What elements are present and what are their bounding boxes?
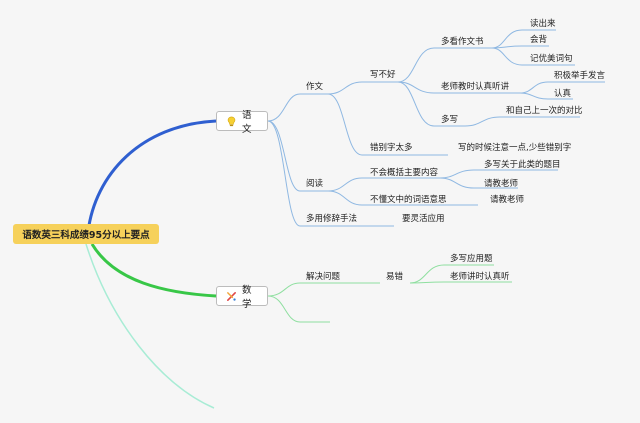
node-duoxie-yingyong[interactable]: 多写应用题	[450, 254, 493, 264]
node-laoshi-jiang[interactable]: 老师讲时认真听	[450, 272, 510, 282]
node-qingjiao-1[interactable]: 请教老师	[484, 179, 519, 189]
edge-duoxie-heziji	[464, 116, 580, 127]
edge-duokan-huibei	[491, 45, 549, 49]
edge-zuowen-cuobiezi	[327, 93, 414, 156]
node-duoyong[interactable]: 多用修辞手法	[306, 214, 358, 224]
edge-yuedu-buhui	[327, 177, 440, 192]
edge-yuedu-budong	[327, 190, 448, 206]
node-yuedu[interactable]: 阅读	[306, 179, 324, 189]
edge-buhui-qingjiao	[439, 177, 518, 189]
edge-yicuo-laoshi	[409, 281, 512, 284]
edge-buhui-duoxie	[439, 169, 558, 179]
edge-laoshi-renzhen	[519, 92, 573, 100]
edge-xiebuhao-duokan	[397, 47, 492, 83]
node-duokan[interactable]: 多看作文书	[441, 37, 484, 47]
edge-chinese-duoyong	[267, 120, 360, 227]
node-huibei[interactable]: 会背	[530, 35, 548, 45]
branch-math-label: 数学	[242, 285, 252, 310]
edge-duokan-duchulai	[491, 29, 556, 49]
node-budong[interactable]: 不懂文中的词语意思	[370, 195, 447, 205]
node-laoshi-jiao[interactable]: 老师教时认真听讲	[441, 82, 510, 92]
lightbulb-icon	[226, 116, 237, 127]
edge-laoshi-jiji	[519, 81, 605, 94]
edge-yicuo-duoxie	[409, 264, 494, 284]
edge-chinese-zuowen	[267, 93, 328, 122]
branch-chinese[interactable]: 语文	[216, 110, 268, 135]
node-xiedeshihou[interactable]: 写的时候注意一点,少些错别字	[458, 143, 572, 153]
branch-math[interactable]: 数学	[216, 285, 268, 310]
edge-xiebuhao-laoshi	[397, 81, 520, 94]
node-cuobiezi[interactable]: 错别字太多	[370, 143, 413, 153]
node-jiejue[interactable]: 解决问题	[306, 272, 341, 282]
node-duoxie[interactable]: 多写	[441, 115, 459, 125]
edge-zuowen-xiebuhao	[327, 81, 398, 95]
node-buhui[interactable]: 不会概括主要内容	[370, 168, 439, 178]
edge-math-jiejue	[267, 282, 344, 297]
node-xiebuhao[interactable]: 写不好	[370, 70, 396, 80]
edge-duokan-jiyou	[491, 47, 575, 66]
edge-root-english	[85, 243, 215, 409]
pencil-ruler-icon	[226, 291, 237, 302]
root-node[interactable]: 语数英三科成绩95分以上要点	[13, 224, 159, 244]
node-jiji[interactable]: 积极举手发言	[554, 71, 606, 81]
branch-chinese-label: 语文	[242, 110, 252, 135]
edge-xiebuhao-duoxie	[397, 81, 465, 127]
edge-root-chinese	[86, 119, 217, 233]
edge-math-empty	[267, 295, 330, 323]
node-jiyou[interactable]: 记优美词句	[530, 54, 573, 64]
node-yaolinghuo[interactable]: 要灵活应用	[402, 214, 445, 224]
node-duoxie-guanyu[interactable]: 多写关于此类的题目	[484, 160, 561, 170]
node-zuowen[interactable]: 作文	[306, 82, 324, 92]
edge-root-math	[90, 243, 217, 298]
node-heziji[interactable]: 和自己上一次的对比	[506, 106, 583, 116]
node-duchulai[interactable]: 读出来	[530, 19, 556, 29]
node-qingjiao-2[interactable]: 请教老师	[490, 195, 525, 205]
node-yicuo[interactable]: 易错	[386, 272, 404, 282]
edge-chinese-yuedu	[267, 120, 328, 192]
node-renzhen[interactable]: 认真	[554, 89, 572, 99]
